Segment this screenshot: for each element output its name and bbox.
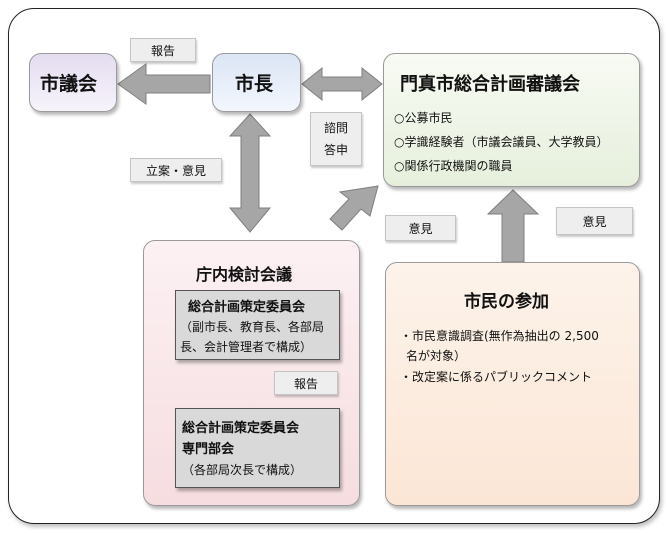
city-council-box: 市議会 bbox=[29, 53, 117, 112]
member-public-citizens: ○公募市民 bbox=[394, 111, 453, 125]
mayor-label: 市長 bbox=[235, 73, 274, 95]
planning-committee-title: 総合計画策定委員会 bbox=[188, 300, 306, 315]
planning-committee-box: 総合計画策定委員会 （副市長、教育長、各部局 長、会計管理者で構成） bbox=[175, 290, 340, 360]
label-opinion-mid-text: 意見 bbox=[408, 221, 433, 236]
arrow-mayor-to-council bbox=[117, 63, 211, 105]
citizen-survey-line-2: 名が対象） bbox=[406, 349, 467, 363]
arrow-internal-to-deliberation bbox=[329, 185, 379, 231]
deliberation-council-title: 門真市総合計画審議会 bbox=[400, 74, 580, 95]
label-report-inner: 報告 bbox=[274, 371, 338, 395]
public-comment-line: ・改定案に係るパブリックコメント bbox=[400, 370, 593, 384]
citizen-survey-line-1: ・市民意識調査(無作為抽出の 2,500 bbox=[400, 329, 599, 343]
planning-committee-desc-2: 長、会計管理者で構成） bbox=[180, 340, 313, 354]
planning-committee-desc-1: （副市長、教育長、各部局 bbox=[180, 320, 325, 334]
deliberation-council-box: 門真市総合計画審議会 ○公募市民 ○学識経験者（市議会議員、大学教員） ○関係行… bbox=[383, 53, 640, 187]
label-inquiry-text: 諮問 bbox=[323, 121, 348, 135]
expert-subcommittee-box: 総合計画策定委員会 専門部会 （各部局次長で構成） bbox=[175, 408, 340, 488]
expert-subcommittee-title-1: 総合計画策定委員会 bbox=[182, 421, 300, 436]
label-response-text: 答申 bbox=[323, 143, 348, 157]
label-drafting-opinion: 立案・意見 bbox=[130, 158, 222, 182]
label-drafting-opinion-text: 立案・意見 bbox=[145, 163, 206, 178]
label-report-top-text: 報告 bbox=[150, 43, 175, 58]
label-opinion-right: 意見 bbox=[556, 207, 633, 235]
double-arrow-mayor-deliberation bbox=[301, 66, 383, 102]
citizen-participation-box: 市民の参加 ・市民意識調査(無作為抽出の 2,500 名が対象） ・改定案に係る… bbox=[385, 262, 640, 506]
mayor-box: 市長 bbox=[212, 53, 301, 112]
label-report-top: 報告 bbox=[130, 38, 196, 62]
member-agency-staff: ○関係行政機関の職員 bbox=[394, 159, 513, 173]
expert-subcommittee-desc: （各部局次長で構成） bbox=[182, 463, 303, 477]
double-arrow-mayor-internal bbox=[228, 113, 272, 233]
expert-subcommittee-title-2: 専門部会 bbox=[182, 442, 235, 457]
label-report-inner-text: 報告 bbox=[293, 376, 318, 391]
member-academics: ○学識経験者（市議会議員、大学教員） bbox=[394, 135, 609, 149]
citizen-participation-title: 市民の参加 bbox=[464, 292, 549, 312]
city-council-label: 市議会 bbox=[40, 73, 98, 95]
arrow-citizen-to-deliberation bbox=[486, 189, 540, 263]
label-inquiry-response: 諮問 答申 bbox=[310, 112, 362, 166]
label-opinion-right-text: 意見 bbox=[582, 214, 607, 229]
internal-meeting-title: 庁内検討会議 bbox=[196, 265, 293, 284]
label-opinion-mid: 意見 bbox=[385, 215, 456, 241]
